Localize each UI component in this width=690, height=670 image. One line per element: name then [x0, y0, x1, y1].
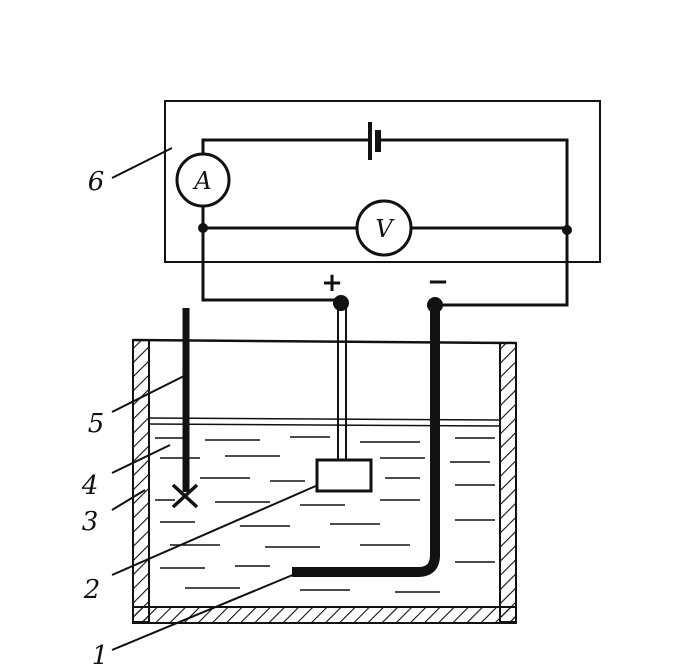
- instrument-box: [164, 100, 601, 263]
- positive-sign: +: [321, 268, 343, 298]
- leader-lines: [111, 147, 319, 651]
- voltmeter: V: [355, 199, 413, 257]
- label-5: 5: [88, 409, 105, 439]
- thermometer: [171, 308, 199, 509]
- negative-sign: −: [427, 267, 449, 297]
- vessel: [132, 338, 517, 624]
- ammeter-symbol: A: [192, 167, 211, 195]
- junction-dot-right: [562, 225, 572, 235]
- voltmeter-symbol: V: [375, 215, 395, 243]
- label-1: 1: [92, 641, 109, 670]
- label-6: 6: [88, 167, 105, 197]
- circuit-wiring: [201, 138, 569, 307]
- electrolyte: [148, 417, 501, 593]
- cathode: [292, 308, 440, 577]
- label-4: 4: [81, 471, 99, 501]
- junction-dot-left: [198, 223, 208, 233]
- ammeter: A: [175, 152, 231, 208]
- label-3: 3: [82, 507, 99, 537]
- label-2: 2: [83, 575, 101, 605]
- battery: [368, 122, 381, 160]
- anode: [315, 305, 373, 493]
